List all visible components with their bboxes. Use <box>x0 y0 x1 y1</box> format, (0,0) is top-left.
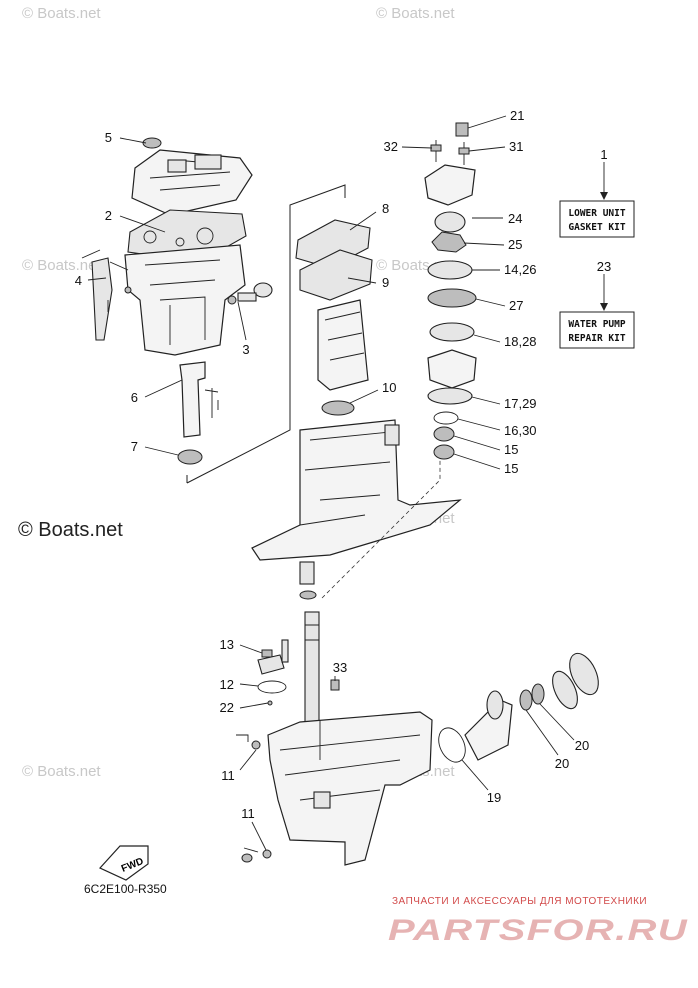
part-4-bracket <box>91 257 113 341</box>
callout-9: 9 <box>382 275 389 290</box>
part-24-insert <box>434 211 466 233</box>
callout-14-26: 14,26 <box>504 262 537 277</box>
center-assembly <box>251 219 462 600</box>
branding-name: PARTSFOR.RU <box>388 914 688 947</box>
branding: ЗАПЧАСТИ И АКСЕССУАРЫ ДЛЯ МОТОТЕХНИКИ PA… <box>388 896 688 947</box>
callout-6: 6 <box>131 390 138 405</box>
callout-7: 7 <box>131 439 138 454</box>
part-25-impeller <box>431 231 467 253</box>
callout-15-a: 15 <box>504 442 518 457</box>
drive-shaft <box>304 611 320 733</box>
part-7-seal <box>177 449 203 465</box>
callout-23: 23 <box>597 259 611 274</box>
fwd-arrow: FWD <box>99 845 149 881</box>
part-12-oring <box>257 680 287 694</box>
callout-33: 33 <box>333 660 347 675</box>
part-11-plug-a <box>251 740 261 750</box>
callout-25: 25 <box>508 237 522 252</box>
pump-housing <box>424 164 476 206</box>
lower-unit-box <box>559 200 635 238</box>
pump-base <box>427 349 477 389</box>
lower-unit-line1: LOWER UNIT <box>568 208 625 219</box>
callout-31: 31 <box>509 139 523 154</box>
part-5-cap <box>142 137 162 149</box>
part-13-cam <box>257 654 285 675</box>
upper-casing <box>124 244 246 356</box>
part-17-29-gasket <box>427 387 473 405</box>
watermark-left-low: © Boats.net <box>22 763 101 780</box>
part-9-gasket <box>299 249 373 301</box>
leader-lines <box>87 115 575 851</box>
part-19-oring <box>438 727 466 763</box>
water-pump-assembly <box>424 122 477 460</box>
part-13-bolt <box>261 649 273 658</box>
part-20-bearing-b <box>531 683 545 705</box>
callout-8: 8 <box>382 201 389 216</box>
callout-20-b: 20 <box>575 738 589 753</box>
callout-19: 19 <box>487 790 501 805</box>
callout-10: 10 <box>382 380 396 395</box>
callout-13: 13 <box>220 637 234 652</box>
callout-4: 4 <box>75 273 82 288</box>
watermark-large: © Boats.net <box>18 519 123 541</box>
callout-24: 24 <box>508 211 522 226</box>
part-22-pin <box>267 700 273 706</box>
callout-17-29: 17,29 <box>504 396 537 411</box>
callout-27: 27 <box>509 298 523 313</box>
callout-18-28: 18,28 <box>504 334 537 349</box>
callout-1: 1 <box>600 147 607 162</box>
exhaust-manifold <box>317 299 369 391</box>
callout-15-b: 15 <box>504 461 518 476</box>
part-33-grommet <box>330 679 340 691</box>
part-15-bearing-a <box>433 426 455 442</box>
callout-11-b: 11 <box>241 806 255 821</box>
water-pump-box <box>559 311 635 349</box>
callout-5: 5 <box>105 130 112 145</box>
part-18-28-gasket <box>429 322 475 342</box>
part-3-seal <box>253 282 273 298</box>
branding-tagline: ЗАПЧАСТИ И АКСЕССУАРЫ ДЛЯ МОТОТЕХНИКИ <box>392 896 647 907</box>
kit-lower-unit: LOWER UNIT GASKET KIT <box>559 162 635 238</box>
callout-2: 2 <box>105 208 112 223</box>
part-16-30-oring <box>433 411 459 425</box>
callout-20-a: 20 <box>555 756 569 771</box>
part-27-plate <box>427 288 477 308</box>
part-10-seal <box>321 400 355 416</box>
gearcase-assembly: FWD <box>99 611 599 881</box>
part-20-bearing-a <box>519 689 533 711</box>
fwd-arrow-shape <box>99 845 149 881</box>
upper-lower-casing <box>251 419 462 561</box>
diagram-code: 6C2E100-R350 <box>84 882 167 896</box>
callout-12: 12 <box>220 677 234 692</box>
part-14-26-gasket <box>427 260 473 280</box>
upper-plate <box>131 149 253 216</box>
watermark-top-center: © Boats.net <box>376 5 455 22</box>
exhaust-guide-assembly <box>81 137 346 484</box>
part-6-pipe <box>179 361 206 438</box>
part-32-bolt <box>430 144 442 152</box>
callout-11-a: 11 <box>221 768 235 783</box>
callout-labels: 5 2 4 3 6 7 8 9 10 21 32 31 24 25 14,26 … <box>75 108 611 821</box>
callout-22: 22 <box>220 700 234 715</box>
watermark-left-mid: © Boats.net <box>22 257 101 274</box>
part-11-plug-b <box>262 849 272 859</box>
water-pump-line1: WATER PUMP <box>568 319 625 330</box>
gearcase-body <box>267 711 433 866</box>
callout-21: 21 <box>510 108 524 123</box>
lower-unit-line2: GASKET KIT <box>568 222 625 233</box>
watermark-top-left: © Boats.net <box>22 5 101 22</box>
part-21-grommet <box>455 122 469 137</box>
part-31-bolt <box>458 147 470 155</box>
water-pump-line2: REPAIR KIT <box>568 333 625 344</box>
kit-water-pump: WATER PUMP REPAIR KIT <box>559 274 635 349</box>
callout-16-30: 16,30 <box>504 423 537 438</box>
part-15-bearing-b <box>433 444 455 460</box>
callout-32: 32 <box>384 139 398 154</box>
callout-3: 3 <box>242 342 249 357</box>
